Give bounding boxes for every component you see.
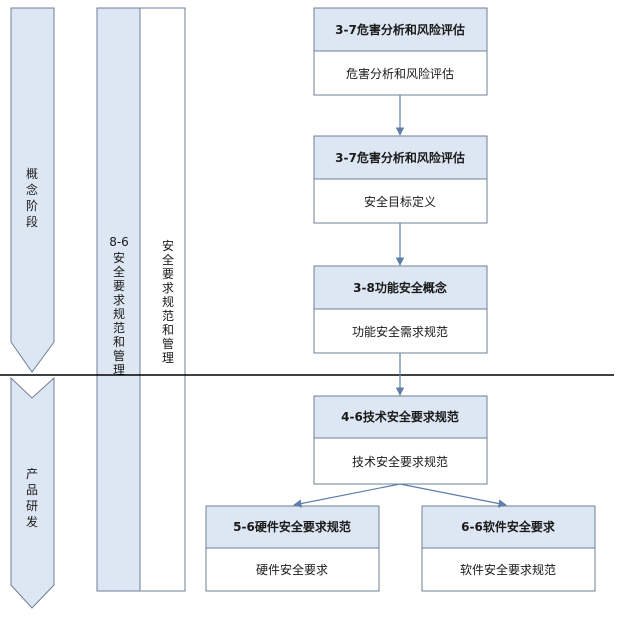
box-software: 6-6软件安全要求 软件安全要求规范 — [421, 505, 596, 592]
box-functional-concept-header: 3-8功能安全概念 — [353, 280, 447, 295]
column-left-char: 和 — [113, 335, 125, 349]
phase-concept-char: 概 — [26, 167, 38, 181]
box-technical-spec: 4-6技术安全要求规范 技术安全要求规范 — [313, 395, 488, 485]
column-right-char: 管 — [162, 336, 174, 351]
box-hardware-body: 硬件安全要求 — [256, 562, 328, 577]
box-hazard-analysis-header: 3-7危害分析和风险评估 — [335, 22, 465, 37]
box-technical-spec-body: 技术安全要求规范 — [352, 454, 448, 469]
box-safety-goals-body: 安全目标定义 — [364, 194, 436, 209]
column-left-char: 要 — [113, 279, 125, 293]
column-left — [96, 7, 141, 592]
box-hazard-analysis: 3-7危害分析和风险评估 危害分析和风险评估 — [313, 7, 488, 96]
column-left-char: 求 — [113, 293, 125, 307]
box-hazard-analysis-body: 危害分析和风险评估 — [346, 66, 454, 81]
box-hardware-header: 5-6硬件安全要求规范 — [233, 519, 351, 534]
phase-development: 产 品 研 发 — [10, 376, 55, 609]
phase-concept-char: 念 — [26, 182, 38, 197]
phase-development-char: 研 — [26, 499, 38, 513]
box-hardware: 5-6硬件安全要求规范 硬件安全要求 — [205, 505, 380, 592]
arrow-4-to-hardware — [293, 483, 401, 508]
box-software-header: 6-6软件安全要求 — [461, 519, 556, 534]
column-right-char: 理 — [162, 351, 174, 365]
column-right-char: 规 — [162, 294, 174, 309]
box-functional-concept-body: 功能安全需求规范 — [352, 324, 448, 339]
box-software-body: 软件安全要求规范 — [460, 562, 556, 577]
column-left-text: 8-6 安 全 要 求 规 范 和 管 理 — [109, 235, 129, 377]
column-left-char: 理 — [113, 363, 125, 377]
column-left-part: 8-6 — [109, 235, 129, 249]
column-right — [139, 7, 186, 592]
phase-concept-char: 段 — [26, 214, 38, 229]
column-right-char: 全 — [162, 252, 174, 267]
phase-concept-char: 阶 — [26, 199, 38, 213]
column-right-char: 范 — [162, 309, 174, 323]
phase-concept: 概 念 阶 段 — [10, 7, 55, 373]
column-right-char: 和 — [162, 323, 174, 337]
column-left-char: 管 — [113, 348, 125, 363]
column-right-char: 安 — [162, 238, 174, 253]
column-left-char: 规 — [113, 306, 125, 321]
column-left-char: 全 — [113, 264, 125, 279]
phase-development-char: 发 — [26, 514, 38, 529]
box-technical-spec-header: 4-6技术安全要求规范 — [341, 409, 459, 424]
box-functional-concept: 3-8功能安全概念 功能安全需求规范 — [313, 265, 488, 354]
box-safety-goals: 3-7危害分析和风险评估 安全目标定义 — [313, 135, 488, 224]
phase-development-char: 产 — [26, 467, 38, 481]
phase-development-char: 品 — [26, 483, 38, 497]
box-safety-goals-header: 3-7危害分析和风险评估 — [335, 150, 465, 165]
column-right-char: 要 — [162, 267, 174, 281]
arrow-4-to-software — [399, 483, 507, 508]
column-left-char: 范 — [113, 321, 125, 335]
column-right-text: 安 全 要 求 规 范 和 管 理 — [162, 238, 174, 365]
column-right-char: 求 — [162, 281, 174, 295]
column-left-char: 安 — [113, 250, 125, 265]
